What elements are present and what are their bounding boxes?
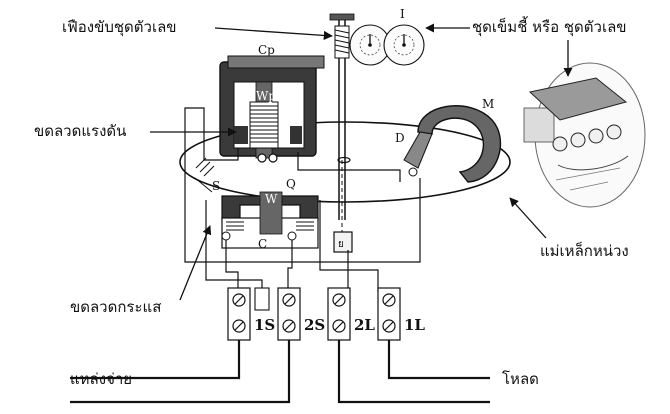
label-current-coil: ขดลวดกระแส <box>70 298 162 316</box>
symbol-c: C <box>258 237 268 251</box>
disc-hub <box>337 156 351 164</box>
terminal-2l: 2L <box>354 316 375 334</box>
label-magnet: แม่เหล็กหน่วง <box>540 242 629 260</box>
symbol-wp: Wp <box>256 89 277 103</box>
terminal-1s: 1S <box>254 316 276 334</box>
label-source: แหล่งจ่าย <box>70 370 133 388</box>
current-core <box>221 191 319 249</box>
terminal-2s: 2S <box>304 316 326 334</box>
current-wiring <box>205 200 379 292</box>
label-voltage-coil: ขดลวดแรงดัน <box>34 122 127 140</box>
symbol-s: S <box>212 179 221 193</box>
worm-gear <box>329 13 355 59</box>
symbol-cp: Cp <box>258 43 275 57</box>
svg-text:ย: ย <box>338 239 344 250</box>
label-gear: เฟืองขับชุดตัวเลข <box>62 18 177 36</box>
symbol-d: D <box>395 131 405 145</box>
symbol-w: W <box>265 192 278 206</box>
symbol-m: M <box>482 97 495 111</box>
voltage-coil-leads <box>184 107 421 263</box>
symbol-q: Q <box>286 177 296 191</box>
terminal-1l: 1L <box>404 316 425 334</box>
meter-photo <box>523 62 646 208</box>
external-wires <box>70 340 490 404</box>
terminal-screws <box>232 293 396 333</box>
callout-arrows <box>150 23 573 301</box>
link-fuse <box>254 287 270 311</box>
voltage-coil <box>234 101 302 149</box>
label-pointer: ชุดเข็มชี้ หรือ ชุดตัวเลข <box>472 18 627 36</box>
adjuster-spring <box>194 157 215 193</box>
spindle-bearing <box>333 231 353 253</box>
brake-magnet <box>403 105 502 183</box>
label-load: โหลด <box>502 370 539 388</box>
register-dials <box>349 24 425 66</box>
symbol-i: I <box>400 7 405 21</box>
